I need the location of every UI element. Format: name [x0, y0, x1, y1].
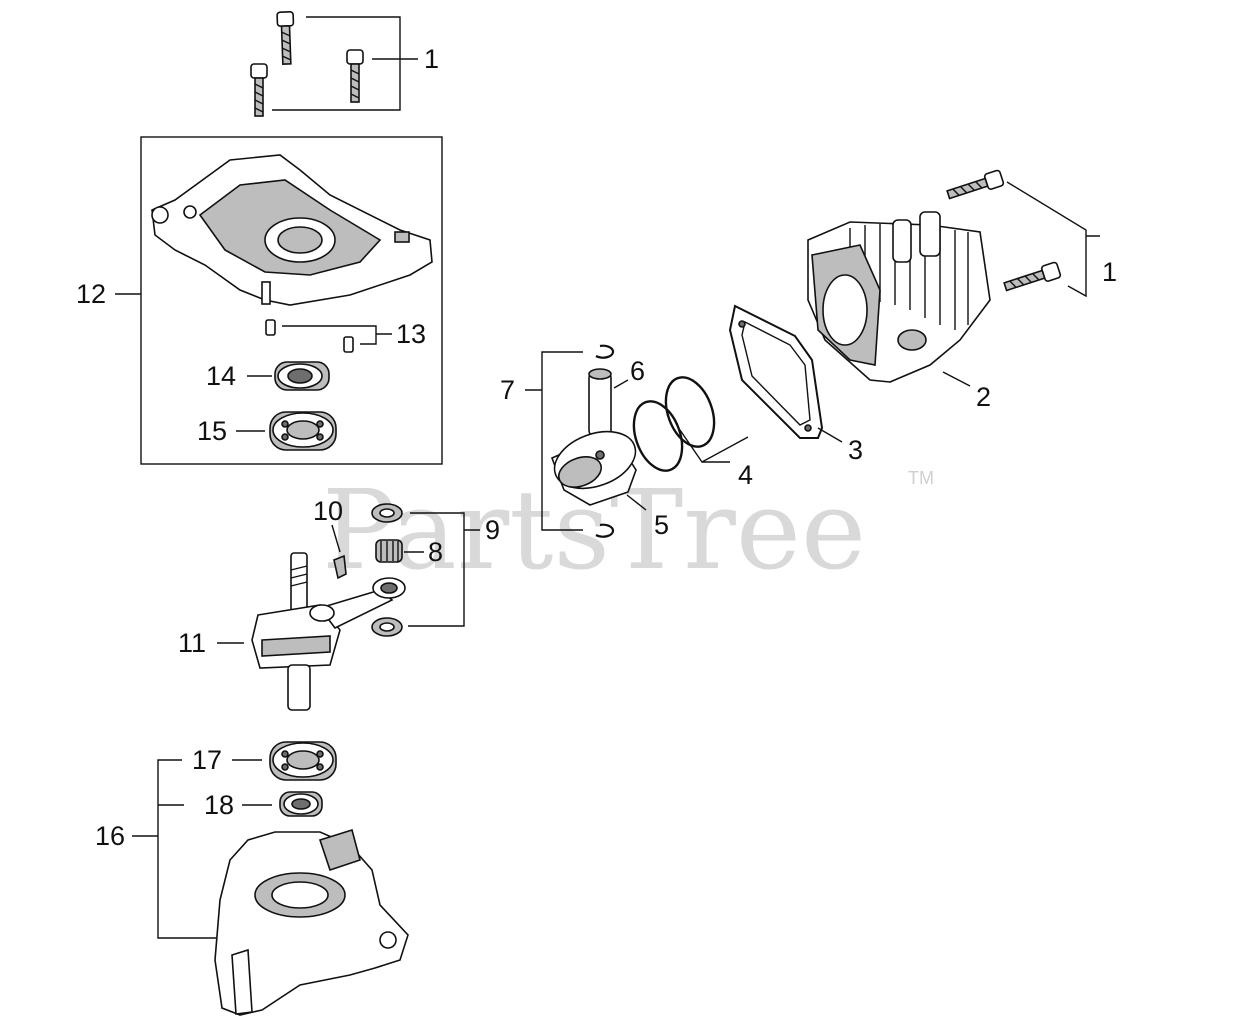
cylinder-2[interactable]	[807, 211, 991, 383]
callout-5: 5	[654, 510, 669, 540]
leader-13	[282, 325, 392, 345]
leader-1b	[1006, 181, 1100, 298]
needle-bearing-washer-top[interactable]	[371, 503, 403, 523]
needle-bearing-washer-bottom[interactable]	[371, 617, 403, 637]
gasket-3[interactable]	[728, 304, 824, 439]
part-12-box	[140, 136, 443, 465]
leader-7	[525, 351, 583, 531]
piston-5[interactable]	[547, 421, 644, 506]
circlip-top[interactable]	[595, 344, 615, 359]
piston-pin-6[interactable]	[588, 368, 612, 439]
callout-12: 12	[76, 279, 106, 309]
crankcase-half[interactable]	[151, 154, 433, 306]
callout-10: 10	[313, 496, 343, 526]
callout-11: 11	[178, 628, 206, 658]
screw-set-cylinder[interactable]	[946, 169, 1062, 295]
callout-4: 4	[738, 460, 753, 490]
leader-4	[679, 429, 749, 463]
leader-6	[613, 379, 629, 389]
callout-2: 2	[976, 382, 991, 412]
leader-5	[626, 494, 647, 511]
leader-3	[817, 427, 843, 443]
callout-13: 13	[396, 319, 426, 349]
callout-6: 6	[630, 356, 645, 386]
circlip-bottom[interactable]	[595, 523, 615, 538]
oil-seal-14[interactable]	[274, 361, 330, 391]
callout-16: 16	[95, 821, 125, 851]
dowel-pins[interactable]	[265, 319, 354, 353]
callout-8: 8	[428, 537, 443, 567]
callout-17: 17	[192, 745, 222, 775]
leader-10	[331, 524, 341, 553]
callout-3: 3	[848, 435, 863, 465]
leader-1a	[272, 16, 418, 111]
leader-16	[132, 759, 216, 939]
callout-15: 15	[197, 416, 227, 446]
callout-1b: 1	[1102, 257, 1117, 287]
callout-1a: 1	[424, 44, 439, 74]
bearing-17[interactable]	[269, 741, 337, 781]
crankcase-lower-16[interactable]	[214, 828, 409, 1016]
piston-rings-4[interactable]	[625, 371, 723, 478]
bearing-15[interactable]	[269, 411, 337, 451]
callout-18: 18	[204, 790, 234, 820]
leader-9	[408, 512, 480, 627]
woodruff-key-10[interactable]	[333, 554, 347, 580]
leader-2	[942, 371, 971, 387]
screw-set-top[interactable]	[250, 11, 364, 117]
callout-7: 7	[500, 375, 515, 405]
callout-14: 14	[206, 361, 236, 391]
needle-bearing-8[interactable]	[375, 539, 403, 563]
watermark-trademark: TM	[908, 468, 934, 488]
crankshaft-11[interactable]	[251, 552, 406, 711]
oil-seal-18[interactable]	[279, 791, 323, 817]
callout-9: 9	[485, 515, 500, 545]
